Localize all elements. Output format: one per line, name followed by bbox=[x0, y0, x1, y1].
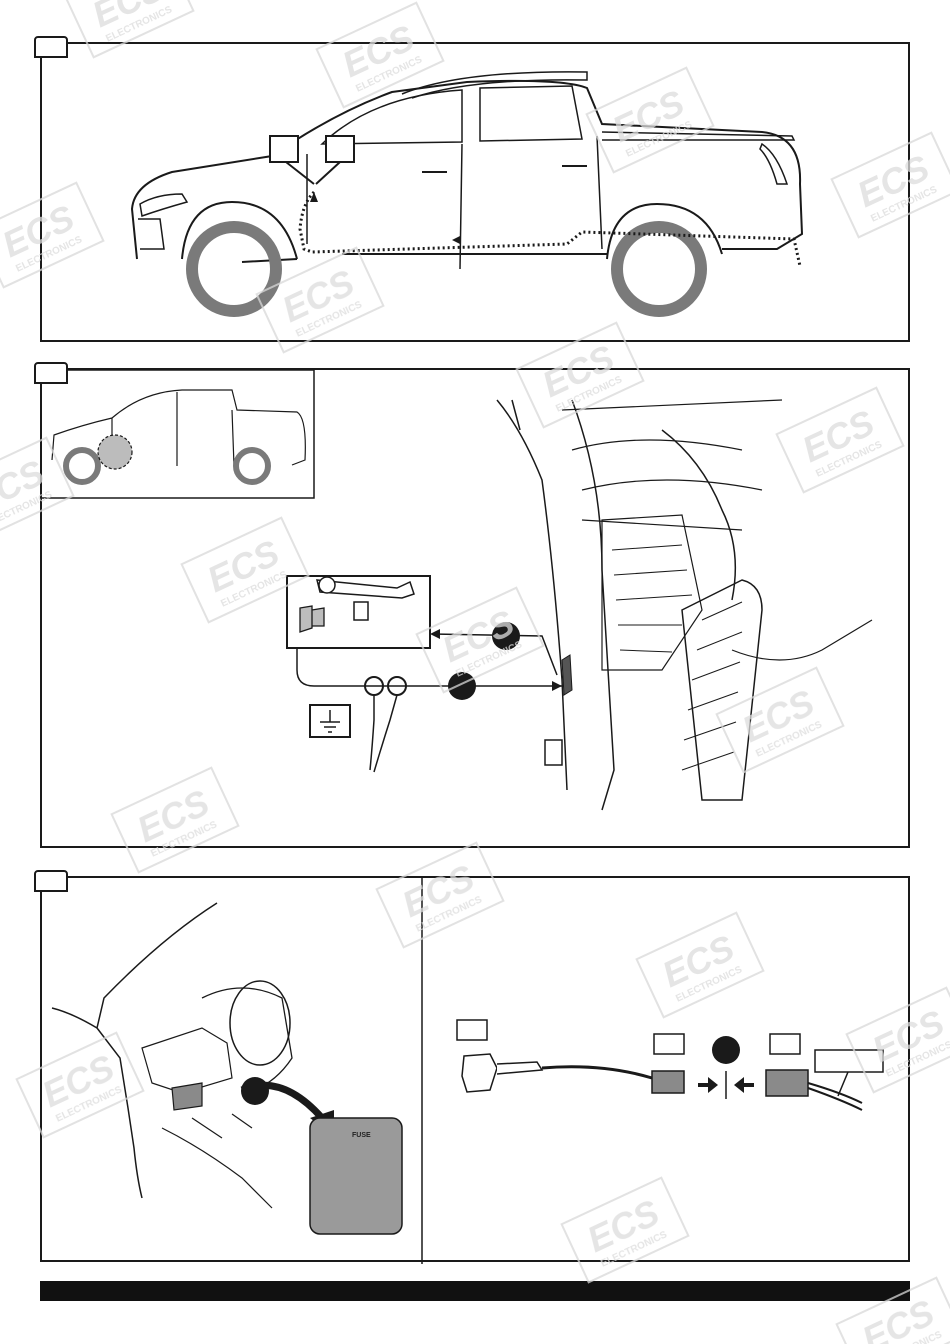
callout-box-b bbox=[325, 135, 355, 163]
callout-box-plug bbox=[653, 1033, 685, 1055]
step-plate bbox=[681, 579, 763, 801]
panel-1-vehicle-routing bbox=[40, 42, 910, 342]
front-wheel bbox=[186, 221, 282, 317]
step-marker-1 bbox=[492, 622, 520, 650]
step-tab-2 bbox=[34, 362, 68, 384]
inset-frame bbox=[42, 370, 315, 499]
inset-highlight bbox=[97, 434, 133, 470]
fuse-box bbox=[309, 1117, 403, 1235]
step-tab-1 bbox=[34, 36, 68, 58]
arrow-left-icon bbox=[734, 1077, 754, 1093]
ground-icon bbox=[320, 710, 340, 733]
fuse-lead-wire bbox=[541, 1065, 653, 1080]
callout-box-fuse-tap bbox=[456, 1019, 488, 1041]
fuse-box-location bbox=[171, 1082, 203, 1111]
footer-bar bbox=[40, 1281, 910, 1301]
socket-connector-icon bbox=[765, 1069, 809, 1097]
step-tab-3 bbox=[34, 870, 68, 892]
callout-box-socket bbox=[769, 1033, 801, 1055]
panel-3-fuse-connection: FUSE bbox=[40, 876, 910, 1264]
panel-2-ground-connection bbox=[40, 368, 910, 848]
fuse-diagram bbox=[51, 878, 884, 1264]
plug-connector-icon bbox=[651, 1070, 685, 1094]
wiring-route bbox=[298, 190, 802, 267]
callout-box-wire-label bbox=[814, 1049, 884, 1073]
svg-text:ECS: ECS bbox=[86, 0, 170, 35]
ground-diagram bbox=[42, 370, 873, 811]
fuse-box-label: FUSE bbox=[352, 1132, 371, 1139]
rear-wheel bbox=[611, 221, 707, 317]
svg-text:ELECTRONICS: ELECTRONICS bbox=[104, 4, 174, 44]
steering-wheel bbox=[229, 980, 291, 1066]
fuse-tap-icon bbox=[461, 1053, 498, 1093]
arrow-right-icon bbox=[698, 1077, 718, 1093]
callout-box-a bbox=[269, 135, 299, 163]
vehicle-side-view bbox=[130, 71, 804, 317]
step-marker-2 bbox=[448, 672, 476, 700]
socket-icon bbox=[353, 601, 369, 621]
step-marker-4 bbox=[712, 1036, 740, 1064]
svg-text:ELECTRONICS: ELECTRONICS bbox=[874, 1329, 944, 1344]
ratchet-icon bbox=[316, 579, 415, 599]
